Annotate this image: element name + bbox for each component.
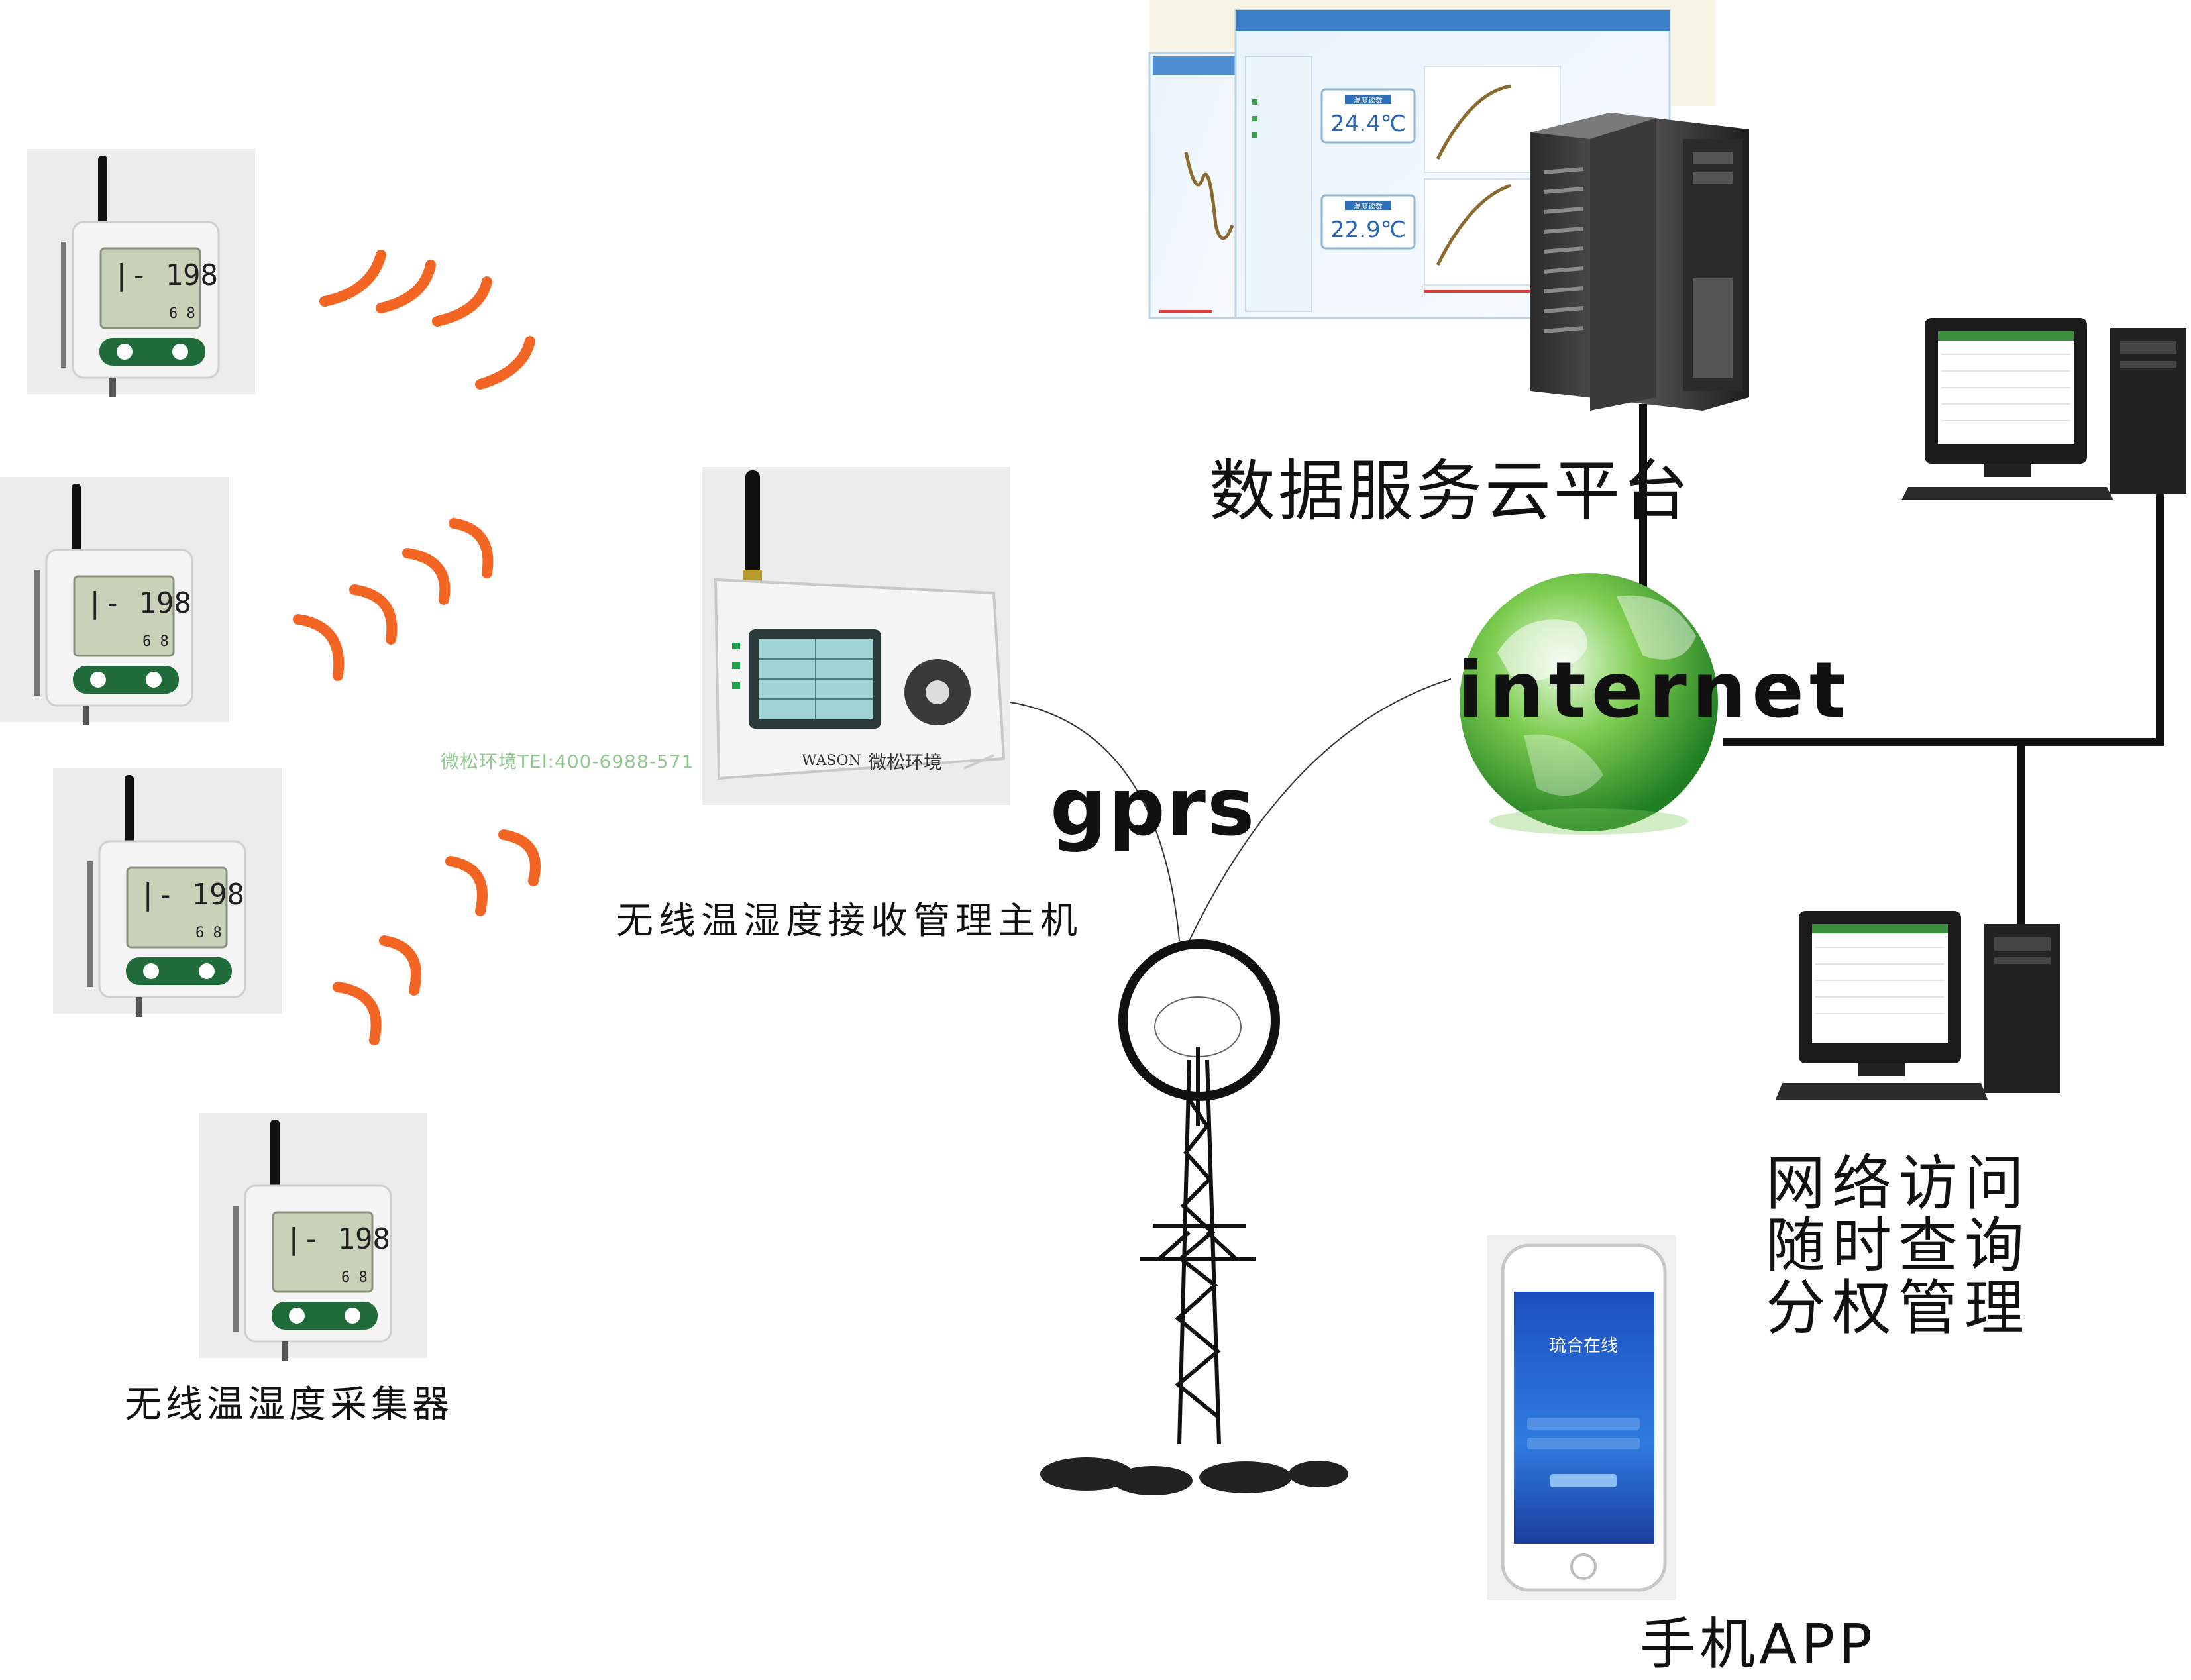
wireless-links (1010, 678, 1452, 941)
antenna-icon (270, 1120, 280, 1192)
svg-text:|- 198: |- 198 (86, 586, 191, 620)
mobile-phone-icon: 琉合在线 (1487, 1235, 1676, 1600)
svg-text:6 8: 6 8 (169, 305, 195, 322)
temperature-reading-1: 24.4℃ (1330, 111, 1406, 137)
collector-label: 无线温湿度采集器 (125, 1383, 453, 1426)
temperature-reading-2: 22.9℃ (1330, 217, 1406, 243)
cell-tower-icon (1040, 939, 1348, 1495)
network-access-line-3: 分权管理 (1766, 1273, 2031, 1343)
signal-waves-2 (293, 518, 494, 681)
svg-text:|- 198: |- 198 (113, 258, 218, 292)
sensor-collector-1: |- 198 6 8 (27, 149, 255, 397)
cloud-platform-label: 数据服务云平台 (1209, 452, 1691, 530)
lcd-screen (272, 1211, 374, 1293)
antenna-icon (745, 470, 760, 576)
svg-text:6 8: 6 8 (341, 1269, 368, 1286)
sensor-collector-2: |- 198 6 8 (0, 477, 229, 725)
host-brand-en: WASON (802, 753, 861, 769)
gprs-label: gprs (1050, 762, 1256, 854)
monitor-screen (1812, 924, 1948, 1043)
antenna-icon (125, 775, 134, 848)
svg-text:|- 198: |- 198 (139, 878, 244, 912)
network-access-line-1: 网络访问 (1766, 1149, 2031, 1218)
host-brand: 微松环境 (868, 751, 942, 773)
network-access-line-2: 随时查询 (1766, 1211, 2031, 1281)
receiver-host-device: WASON 微松环境 (702, 467, 1010, 805)
watermark-text: 微松环境TEl:400-6988-571 (441, 751, 694, 772)
lcd-screen (126, 866, 228, 949)
lcd-screen (99, 247, 201, 329)
home-button-icon (1570, 1553, 1597, 1580)
internet-label: internet (1458, 646, 1852, 735)
sensor-collector-3: |- 198 6 8 (53, 768, 282, 1017)
antenna-icon (98, 156, 107, 229)
sensor-collector-4: |- 198 6 8 (199, 1113, 427, 1361)
globe-icon (1460, 573, 1718, 835)
lcd-screen (73, 575, 175, 657)
network-access-features: 网络访问 随时查询 分权管理 (1766, 1153, 2110, 1339)
svg-text:6 8: 6 8 (142, 633, 169, 650)
desktop-computer-1 (1901, 318, 2186, 500)
svg-text:|- 198: |- 198 (285, 1222, 390, 1256)
connection-lines (1639, 404, 2164, 927)
signal-waves-3 (333, 829, 541, 1045)
desktop-computer-2 (1776, 911, 2060, 1100)
svg-text:6 8: 6 8 (195, 925, 222, 941)
antenna-icon (72, 484, 81, 556)
reading-tag-2: 温度读数 (1354, 201, 1383, 211)
server-tower-icon (1530, 113, 1749, 411)
app-title: 琉合在线 (1549, 1336, 1618, 1356)
host-label: 无线温湿度接收管理主机 (616, 900, 1083, 943)
mobile-app-label: 手机APP (1640, 1612, 1876, 1677)
reading-tag-1: 温度读数 (1354, 95, 1383, 105)
signal-waves-1 (319, 250, 535, 390)
